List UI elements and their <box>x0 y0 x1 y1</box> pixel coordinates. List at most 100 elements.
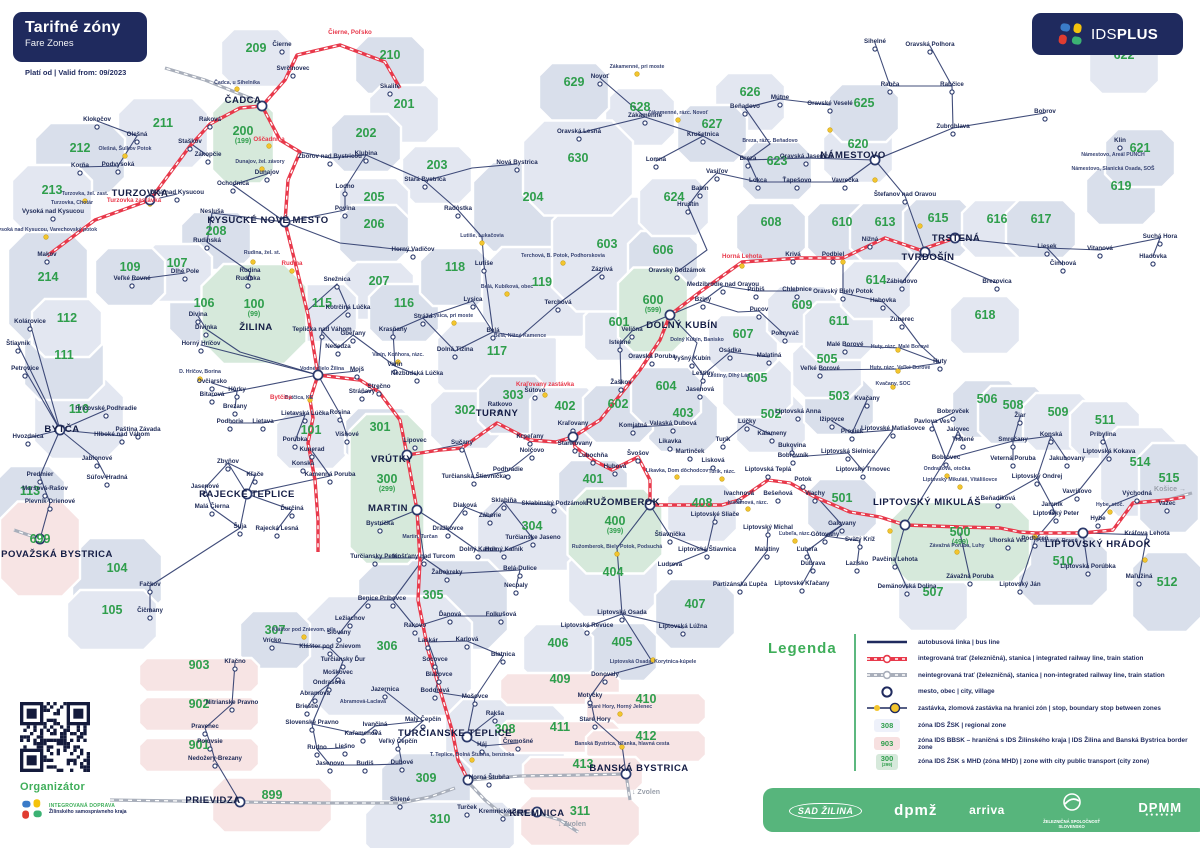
bus-line <box>578 116 646 134</box>
station-dot <box>387 91 393 97</box>
map-label: Liptovské Matiašovce <box>861 425 926 432</box>
station-dot <box>459 447 465 453</box>
map-label: Bobrovček <box>937 408 970 415</box>
station-dot <box>25 441 31 447</box>
map-label: Turčiansky Ďur <box>321 655 366 663</box>
bus-line <box>1046 247 1064 266</box>
zone-number-413: 413 <box>573 757 594 771</box>
station-dot <box>860 474 866 480</box>
map-label: Belá, Nižné Kamence <box>494 333 546 339</box>
zone-number-402: 402 <box>555 399 576 413</box>
station-dot <box>22 373 28 379</box>
operator-logo-zssk: ŽELEZNIČNÁ SPOLOČNOSŤ SLOVENSKO <box>1037 792 1107 829</box>
zone-number-605: 605 <box>747 371 768 385</box>
map-label: Gbeľany <box>340 330 366 337</box>
hub-station-dot <box>899 519 911 531</box>
zone-cell-311 <box>518 794 642 848</box>
map-label: (99) <box>248 311 260 318</box>
station-dot <box>744 426 750 432</box>
map-label: Liptovské Revúce <box>561 622 614 629</box>
map-label: Hruštín <box>677 201 699 208</box>
station-dot <box>795 416 801 422</box>
zone-badge-border: 903 <box>873 737 901 750</box>
boundary-stop-dot <box>827 127 833 133</box>
zone-number-507: 507 <box>923 585 944 599</box>
station-dot <box>514 167 520 173</box>
zone-cell-310 <box>363 800 517 848</box>
map-label: Oravská Poruba <box>628 353 676 360</box>
station-dot <box>617 347 623 353</box>
bus-line <box>211 212 286 223</box>
hub-station-dot <box>919 246 931 258</box>
map-label: Pucov <box>750 306 769 313</box>
boundary-stop-dot <box>197 376 203 382</box>
map-label: Liptovský Trnovec <box>836 466 891 473</box>
zone-number-609: 609 <box>792 298 813 312</box>
station-dot <box>382 694 388 700</box>
map-label: Malatíny <box>755 546 780 553</box>
map-label: Jakubovany <box>1049 455 1085 462</box>
map-label: Podtureň <box>1021 535 1048 542</box>
bus-line <box>819 362 941 371</box>
map-label: Hybe, otoč. <box>1096 502 1125 508</box>
station-dot <box>736 498 742 504</box>
map-label: Lutiše <box>475 260 494 267</box>
legend: Legenda autobusová linka | bus line inte… <box>768 634 1192 771</box>
bus-line <box>466 736 519 747</box>
map-label: Necpaly <box>504 582 528 589</box>
bus-line <box>621 613 684 629</box>
city-icon <box>864 686 910 698</box>
zone-cell-101 <box>274 409 348 471</box>
station-dot <box>421 561 427 567</box>
station-dot <box>392 369 398 375</box>
map-label: Stankovany <box>558 440 593 447</box>
map-label: TURČIANSKE TEPLICE <box>398 727 512 739</box>
zone-cell-410 <box>584 691 708 727</box>
map-label: Veličná <box>621 326 643 333</box>
station-dot <box>667 569 673 575</box>
map-label: Makov <box>37 251 57 258</box>
zone-cell-407 <box>653 577 737 651</box>
station-dot <box>704 554 710 560</box>
map-label: Sklené <box>390 796 411 803</box>
zone-cell-112 <box>30 297 104 359</box>
station-dot <box>513 590 519 596</box>
map-label: Višňové <box>335 431 359 438</box>
station-dot <box>464 644 470 650</box>
station-dot <box>551 508 557 514</box>
map-label: Huty, rázc. Malé Borové <box>871 344 929 350</box>
map-label: Liptovský Michal <box>743 524 793 531</box>
map-label: Porúbka <box>283 436 308 443</box>
zone-badge-city: 300(299) <box>875 753 899 770</box>
map-label: Oravská Polhora <box>905 41 955 48</box>
integrated-rail <box>572 236 956 439</box>
map-label: Švošov <box>627 449 650 457</box>
station-dot <box>1097 253 1103 259</box>
zone-cell-203 <box>400 144 474 206</box>
station-dot <box>817 373 823 379</box>
map-label: Maľužiná <box>1126 573 1153 580</box>
station-dot <box>345 312 351 318</box>
map-label: Zubrohlava <box>936 123 970 130</box>
zone-number-607: 607 <box>733 327 754 341</box>
zone-cell-408 <box>665 482 739 544</box>
station-dot <box>864 403 870 409</box>
hub-station-dot <box>949 232 961 244</box>
bus-line <box>904 412 954 526</box>
map-label: Habovka <box>870 297 896 304</box>
station-dot <box>892 564 898 570</box>
boundary-stop-dot <box>542 392 548 398</box>
station-dot <box>302 418 308 424</box>
station-dot <box>872 46 878 52</box>
station-dot <box>15 348 21 354</box>
station-dot <box>1032 543 1038 549</box>
station-dot <box>230 188 236 194</box>
boundary-stop-dot <box>674 474 680 480</box>
station-dot <box>927 49 933 55</box>
station-dot <box>232 666 238 672</box>
map-label: Plevník-Drienové <box>25 498 76 505</box>
bus-line <box>321 330 354 349</box>
bus-line <box>39 429 61 540</box>
station-dot <box>444 577 450 583</box>
station-dot <box>995 503 1001 509</box>
